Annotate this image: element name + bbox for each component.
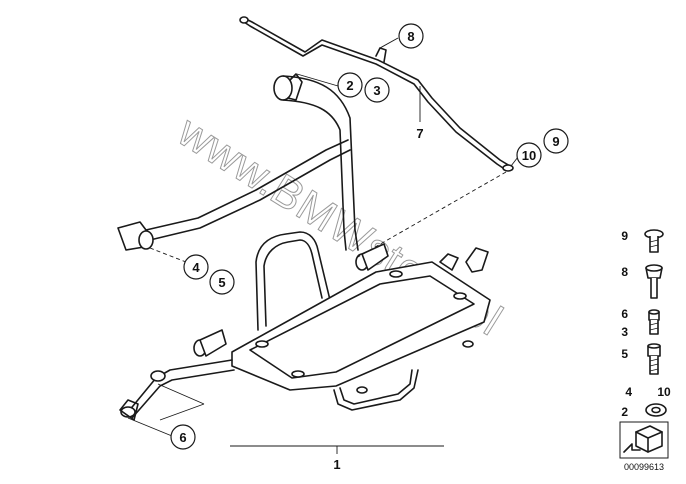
legend-label-4: 4 <box>625 385 632 399</box>
screw-icon-9 <box>644 229 664 253</box>
upper-tube <box>273 73 359 251</box>
callout-5: 5 <box>209 269 235 295</box>
callout-3-label: 3 <box>373 83 380 98</box>
callout-1: 1 <box>333 457 340 472</box>
callout-1-label: 1 <box>333 457 340 472</box>
callout-8-label: 8 <box>407 29 414 44</box>
callout-9: 9 <box>543 128 569 154</box>
parts-legend: 9 8 6 3 5 <box>619 229 671 472</box>
lower-left-arm <box>119 359 235 421</box>
carrier-frame <box>193 231 491 411</box>
callout-4: 4 <box>183 254 209 280</box>
bolt-icon-5 <box>647 343 661 375</box>
callout-3: 3 <box>364 77 390 103</box>
callout-10-label: 10 <box>522 148 536 163</box>
legend-label-2: 2 <box>621 405 628 419</box>
pin-icon-8 <box>645 264 663 299</box>
callout-8: 8 <box>398 23 424 49</box>
callout-7-label: 7 <box>416 126 423 141</box>
bolt-icon-6-3 <box>648 309 660 335</box>
legend-label-6: 6 <box>621 307 628 321</box>
callout-2: 2 <box>337 72 363 98</box>
callout-10: 10 <box>516 142 542 168</box>
legend-label-3: 3 <box>621 325 628 339</box>
legend-label-10: 10 <box>657 385 671 399</box>
top-support-bar <box>239 16 514 172</box>
leader-lines <box>127 37 519 454</box>
legend-label-5: 5 <box>621 347 628 361</box>
callout-2-label: 2 <box>346 78 353 93</box>
callout-6: 6 <box>170 424 196 450</box>
left-arm <box>117 139 351 251</box>
cube-reference-icon <box>619 421 669 459</box>
callout-7: 7 <box>416 126 423 141</box>
legend-label-8: 8 <box>621 265 628 279</box>
callout-9-label: 9 <box>552 134 559 149</box>
legend-label-9: 9 <box>621 229 628 243</box>
callout-4-label: 4 <box>192 260 200 275</box>
callout-6-label: 6 <box>179 430 186 445</box>
washer-icon-2 <box>645 403 667 417</box>
image-code-label: 00099613 <box>624 462 664 472</box>
callout-5-label: 5 <box>218 275 225 290</box>
